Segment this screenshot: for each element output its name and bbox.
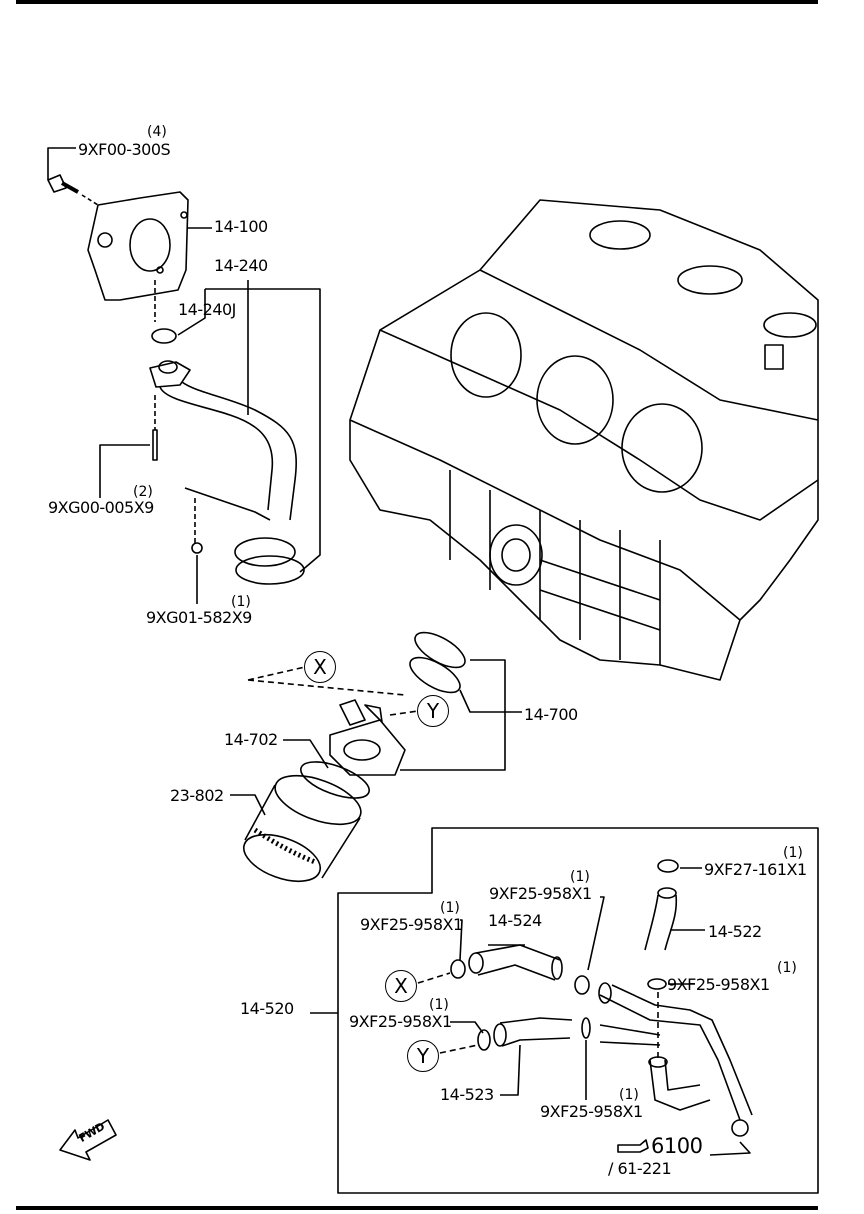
leader-14-523	[500, 1044, 521, 1096]
part-label-23-802[interactable]: 23-802	[170, 786, 224, 805]
part-label-14-240J[interactable]: 14-240J	[178, 300, 236, 319]
qty-label: (1)	[429, 997, 449, 1013]
qty-label: (1)	[619, 1087, 639, 1103]
strainer-gasket-shape	[151, 328, 177, 344]
part-label-14-240[interactable]: 14-240	[214, 256, 268, 275]
part-label-9XF25-958X1[interactable]: 9XF25-958X1	[360, 915, 463, 934]
oil-filter-drawing	[242, 774, 362, 883]
part-label-9XF25-958X1[interactable]: 9XF25-958X1	[540, 1102, 643, 1121]
oil-strainer-drawing	[149, 328, 305, 585]
leader-clamp-d	[450, 1021, 484, 1034]
marker-y: Y	[407, 1040, 439, 1072]
part-label-9XG01-582X9[interactable]: 9XG01-582X9	[146, 608, 252, 627]
marker-x: X	[385, 970, 417, 1002]
part-label-14-522[interactable]: 14-522	[708, 922, 762, 941]
part-label-14-524[interactable]: 14-524	[488, 911, 542, 930]
part-label-14-702[interactable]: 14-702	[224, 730, 278, 749]
engine-block-drawing	[349, 199, 819, 681]
part-label-14-523[interactable]: 14-523	[440, 1085, 494, 1104]
part-label-9XF25-958X1[interactable]: 9XF25-958X1	[349, 1012, 452, 1031]
hose-assembly-box	[337, 827, 819, 1194]
water-hoses-drawing	[417, 859, 753, 1156]
hand-pointer-icon	[617, 1139, 649, 1153]
leader-14-240-bracket	[205, 288, 321, 573]
oil-cooler-drawing	[300, 631, 466, 799]
leader-14-700-bracket	[400, 659, 506, 771]
leader-14-702	[283, 739, 329, 769]
dash-to-x	[247, 666, 406, 696]
part-label-14-100[interactable]: 14-100	[214, 217, 268, 236]
marker-y: Y	[417, 695, 449, 727]
qty-label: (1)	[231, 594, 251, 610]
part-label-9XF27-161X1[interactable]: 9XF27-161X1	[704, 860, 807, 879]
marker-x: X	[304, 651, 336, 683]
leader-clamp-a	[587, 896, 605, 971]
qty-label: (2)	[133, 484, 153, 500]
qty-label: (1)	[777, 960, 797, 976]
part-label-14-520[interactable]: 14-520	[240, 999, 294, 1018]
qty-label: (1)	[440, 900, 460, 916]
qty-label: (1)	[783, 845, 803, 861]
fwd-arrow-icon	[59, 1119, 117, 1161]
dash-to-y	[389, 710, 419, 716]
qty-label: (4)	[147, 124, 167, 140]
reference-subgroup[interactable]: / 61-221	[608, 1159, 672, 1178]
leader-14-700	[459, 689, 522, 713]
leader-9XG00-005X9	[99, 444, 150, 498]
leader-14-240J	[177, 289, 206, 336]
cooler-gasket-shape	[300, 761, 370, 799]
part-label-14-700[interactable]: 14-700	[524, 705, 578, 724]
qty-label: (1)	[570, 869, 590, 885]
oil-pump-drawing	[47, 174, 189, 322]
part-label-9XF25-958X1[interactable]: 9XF25-958X1	[667, 975, 770, 994]
leader-9XF00-300S	[47, 147, 76, 180]
leader-23-802	[230, 794, 266, 816]
leader-clamp-b	[459, 919, 463, 961]
reference-group[interactable]: 6100	[651, 1134, 703, 1158]
part-label-9XG00-005X9[interactable]: 9XG00-005X9	[48, 498, 154, 517]
part-label-9XF25-958X1[interactable]: 9XF25-958X1	[489, 884, 592, 903]
part-label-9XF00-300S[interactable]: 9XF00-300S	[78, 140, 171, 159]
